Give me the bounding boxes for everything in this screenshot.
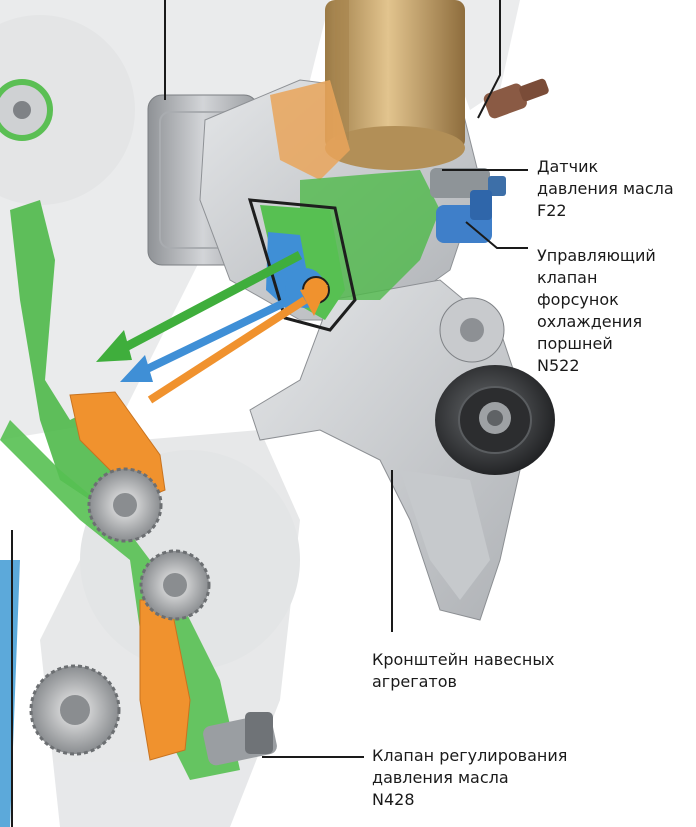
callout-line: агрегатов [372, 672, 457, 691]
flow-arrow-green [96, 251, 303, 362]
sensor-connector [483, 78, 549, 119]
callout-line: давления масла [537, 179, 674, 198]
accessory-bracket-shape [249, 279, 531, 621]
callout-line: F22 [537, 201, 567, 220]
oil-pressure-sensor-part [430, 168, 506, 198]
callout-piston-cooling-valve: Управляющий клапан форсунок охлаждения п… [537, 245, 656, 377]
leader-piston-cooling-valve [465, 221, 528, 249]
upper-pulley [439, 297, 505, 363]
idler-pulley [435, 365, 555, 475]
gasket-outline [247, 198, 357, 332]
leader-top-right [477, 0, 501, 119]
callout-oil-pressure-sensor: Датчик давления масла F22 [537, 156, 674, 222]
callout-line: клапан [537, 268, 598, 287]
callout-line: Управляющий [537, 246, 656, 265]
callout-line: Клапан регулирования [372, 746, 568, 765]
callout-line: поршней [537, 334, 613, 353]
piston-cooling-valve-part [436, 190, 492, 243]
callout-oil-pressure-control-valve: Клапан регулирования давления масла N428 [372, 745, 567, 811]
callout-line: N428 [372, 790, 415, 809]
callout-line: давления масла [372, 768, 509, 787]
oil-pressure-control-valve-part [203, 712, 277, 766]
callout-line: охлаждения [537, 312, 643, 331]
callout-line: форсунок [537, 290, 619, 309]
flow-arrow-orange [147, 285, 328, 404]
flow-arrow-blue [120, 296, 292, 382]
callout-line: Кронштейн навесных [372, 650, 555, 669]
callout-line: Датчик [537, 157, 599, 176]
callout-line: N522 [537, 356, 580, 375]
oil-pump-gears [29, 467, 211, 756]
leader-lines [11, 0, 528, 827]
callout-accessory-bracket: Кронштейн навесных агрегатов [372, 649, 554, 693]
